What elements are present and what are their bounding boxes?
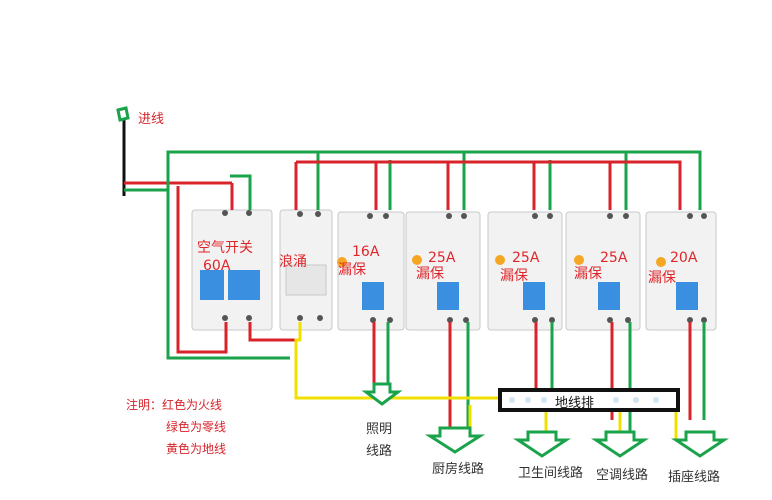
ground-bar-label: 地线排 [555,396,595,411]
breaker-socket-handle[interactable] [676,282,698,310]
legend-title: 注明：红色为火线 [126,398,223,412]
arrow-kitchen [424,426,486,454]
breaker-socket-rating: 20A [670,250,698,266]
breaker-modules [191,209,717,331]
circuit-socket: 插座线路 [668,470,721,485]
breaker-lighting-rating: 16A [352,244,380,260]
arrow-aircon [591,430,649,458]
breaker-kitchen [405,211,481,331]
breaker-main-handle[interactable] [200,270,260,300]
legend-green: 绿色为零线 [166,420,227,434]
breaker-lighting-type: 漏保 [338,262,366,278]
breaker-kitchen-rating: 25A [428,250,456,266]
circuit-lighting-line2: 线路 [366,444,393,459]
breaker-bathroom-type: 漏保 [500,268,528,284]
breaker-socket [645,211,717,331]
breaker-aircon-type: 漏保 [574,266,602,282]
breaker-aircon-handle[interactable] [598,282,620,310]
circuit-bathroom: 卫生间线路 [518,466,584,481]
breaker-bathroom [487,211,563,331]
live-wires [176,160,692,440]
breaker-aircon [565,211,641,331]
breaker-surge-label: 浪涌 [279,254,307,270]
arrow-socket [671,430,729,458]
circuit-lighting-line1: 照明 [366,422,393,437]
breaker-lighting [337,211,405,331]
ground-wires [294,322,678,440]
breaker-lighting-handle[interactable] [362,282,384,310]
incoming-feed [116,106,232,196]
arrow-lighting [361,382,403,406]
breaker-bathroom-handle[interactable] [523,282,545,310]
incoming-label: 进线 [138,112,165,127]
circuit-kitchen: 厨房线路 [432,462,485,477]
breaker-bathroom-rating: 25A [512,250,540,266]
terminal-screws [222,210,707,323]
breaker-kitchen-type: 漏保 [416,266,444,282]
breaker-socket-type: 漏保 [648,270,676,286]
arrow-bathroom [513,430,571,458]
ground-bar [498,388,680,412]
breaker-main-line1: 空气开关 [197,240,253,256]
legend-yellow: 黄色为地线 [166,442,227,456]
breaker-main-line2: 60A [203,258,231,274]
circuit-arrows [361,382,729,458]
breaker-aircon-rating: 25A [600,250,628,266]
circuit-aircon: 空调线路 [596,468,649,483]
breaker-kitchen-handle[interactable] [437,282,459,310]
